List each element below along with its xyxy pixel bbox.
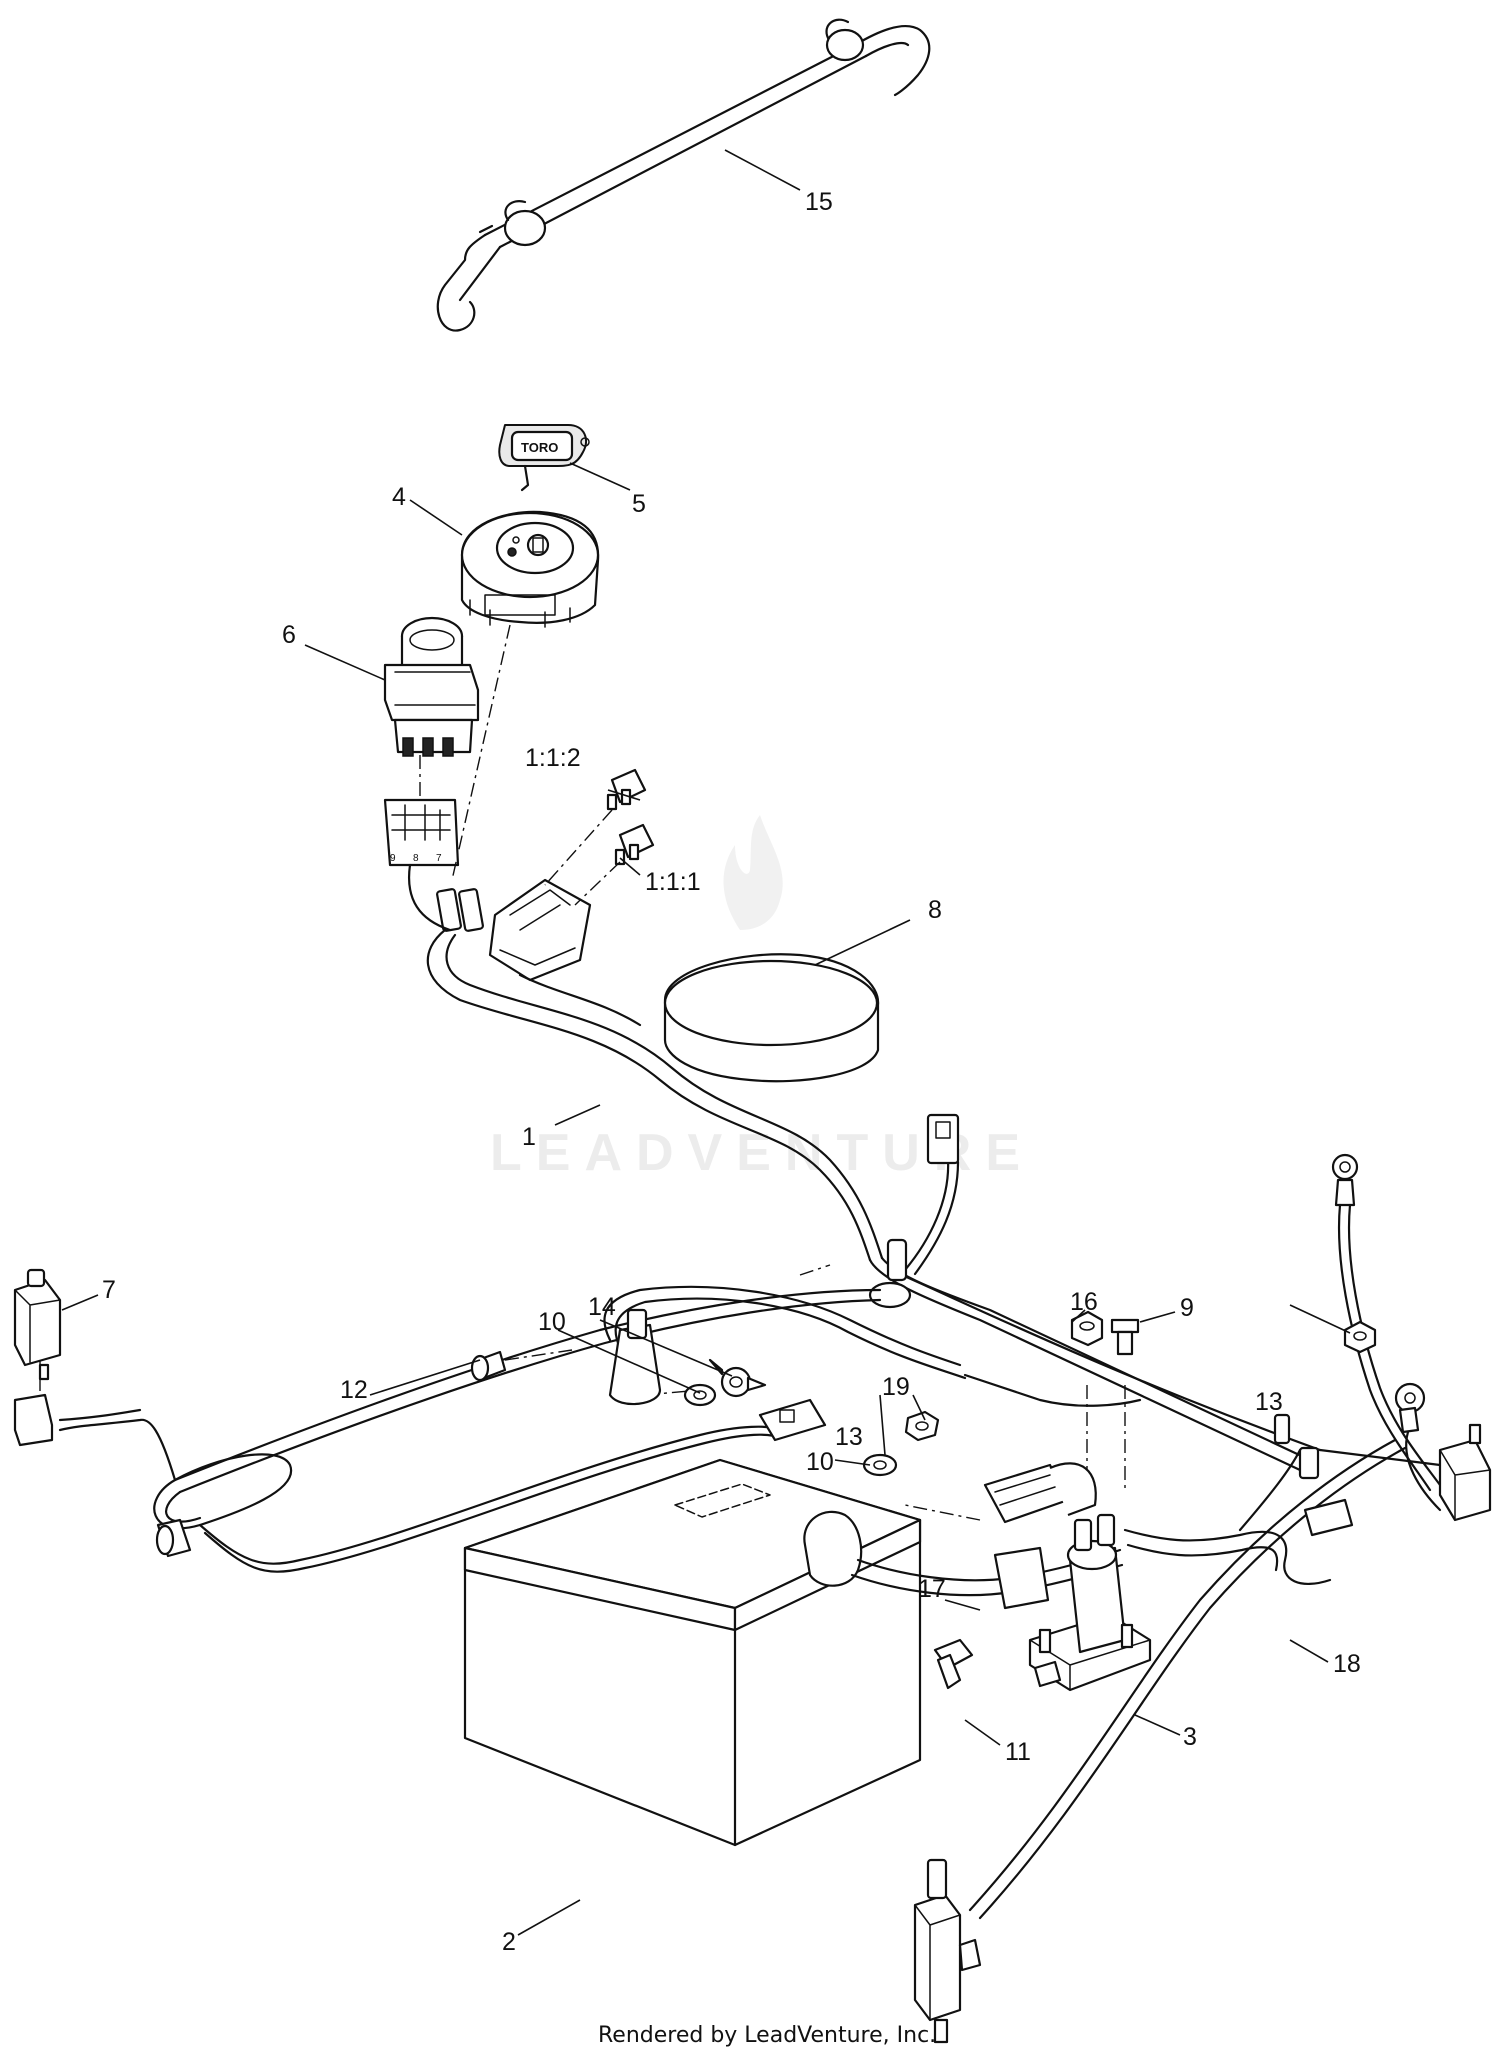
part-1-1-1-fuse xyxy=(614,823,655,866)
part-8-cover xyxy=(663,953,880,1083)
callout-8: 8 xyxy=(928,896,942,924)
part-16-nut xyxy=(1070,1310,1104,1347)
callout-5: 5 xyxy=(632,490,646,518)
part-11-bolt xyxy=(933,1638,974,1690)
callout-1: 1 xyxy=(522,1123,536,1151)
callout-6: 6 xyxy=(282,621,296,649)
small-plug-connectors xyxy=(436,888,484,932)
leader-lines xyxy=(61,149,1351,1936)
ground-cable xyxy=(968,1153,1468,1920)
callout-14: 14 xyxy=(588,1293,616,1321)
part-3-solenoid xyxy=(1028,1513,1152,1692)
right-connectors xyxy=(1273,1413,1492,1537)
callout-9: 9 xyxy=(1180,1294,1194,1322)
callout-labels: 15 5 4 6 1:1:2 1:1:1 8 1 7 12 10 14 19 1… xyxy=(102,188,1361,1956)
fuse-holder xyxy=(488,878,592,982)
callout-10-lower: 10 xyxy=(806,1448,834,1476)
part-13-nut-right xyxy=(1343,1320,1377,1354)
part-7-relay xyxy=(13,1268,62,1447)
alignment-lines xyxy=(39,624,1126,1521)
callout-7: 7 xyxy=(102,1276,116,1304)
part-14-wing-nut xyxy=(708,1358,767,1398)
callout-1-1-1: 1:1:1 xyxy=(645,868,701,896)
callout-11: 11 xyxy=(1005,1738,1031,1766)
callout-13-right: 13 xyxy=(1255,1388,1283,1416)
part-2-battery xyxy=(463,1458,922,1847)
callout-18: 18 xyxy=(1333,1650,1361,1678)
part-1-wire-harness xyxy=(407,863,1322,1472)
credit-line: Rendered by LeadVenture, Inc. xyxy=(598,2023,936,2048)
part-15-bungee-cord xyxy=(436,18,931,332)
callout-16: 16 xyxy=(1070,1288,1098,1316)
callout-13-lower: 13 xyxy=(835,1423,863,1451)
callout-3: 3 xyxy=(1183,1723,1197,1751)
callout-10-upper: 10 xyxy=(538,1308,566,1336)
callout-17: 17 xyxy=(918,1575,946,1603)
part-12-pin xyxy=(470,1350,507,1382)
connector-pin-7: 7 xyxy=(436,853,442,864)
part-18-cable xyxy=(1123,1448,1332,1585)
part-9-bolt xyxy=(1110,1318,1140,1356)
callout-19: 19 xyxy=(882,1373,910,1401)
callout-1-1-2: 1:1:2 xyxy=(525,744,581,772)
switch-harness-connector: 9 8 7 xyxy=(383,798,460,867)
callout-4: 4 xyxy=(392,483,406,511)
part-10-washer-lower xyxy=(862,1453,898,1477)
part-4-ignition-switch xyxy=(460,510,600,628)
connector-pin-8: 8 xyxy=(413,853,419,864)
callout-15: 15 xyxy=(805,188,833,216)
key-logo: TORO xyxy=(521,440,558,455)
interlock-switch xyxy=(913,1858,982,2044)
part-5-key: TORO xyxy=(498,424,590,492)
connector-pin-9: 9 xyxy=(390,853,396,864)
callout-2: 2 xyxy=(502,1928,516,1956)
callout-12: 12 xyxy=(340,1376,368,1404)
part-1-1-2-fuse xyxy=(606,768,647,811)
part-6-pto-switch: NC NC NC xyxy=(383,616,480,757)
part-13-nut-lower xyxy=(904,1410,940,1442)
